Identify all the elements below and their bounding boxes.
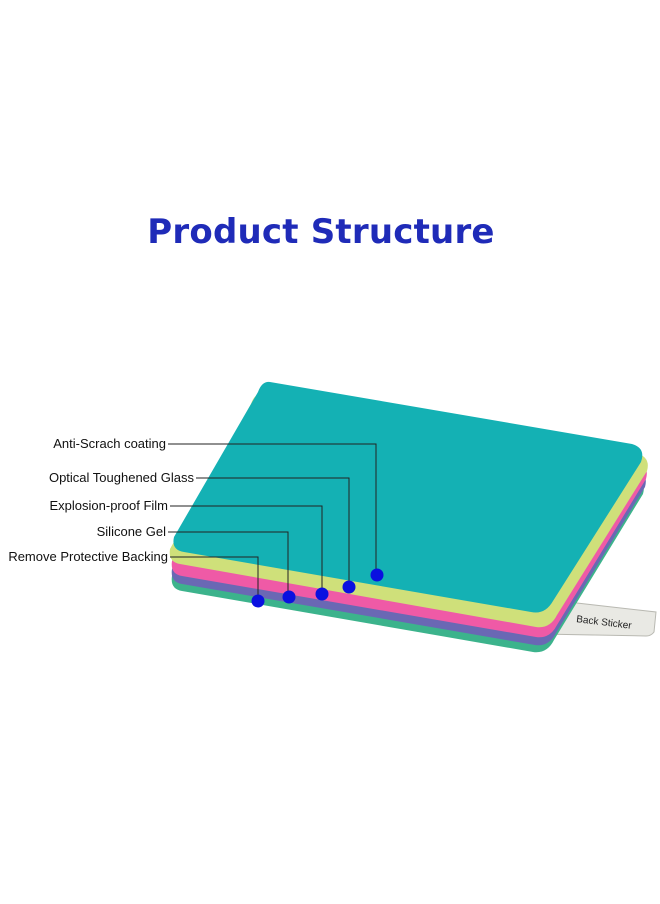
label-optical-toughened-glass: Optical Toughened Glass [49, 470, 195, 485]
leader-line-explosion-film [170, 505, 323, 594]
leader-line-anti-scratch [168, 443, 377, 574]
label-anti-scratch-coating: Anti-Scrach coating [53, 436, 166, 451]
label-explosion-proof-film: Explosion-proof Film [50, 498, 169, 513]
leader-line-silicone-gel [168, 531, 289, 597]
label-silicone-gel: Silicone Gel [97, 524, 166, 539]
layer-anti-scratch-coating [173, 381, 643, 613]
marker-dot-anti-scratch [370, 568, 384, 582]
leader-line-optical-glass [196, 477, 350, 586]
marker-dot-silicone-gel [282, 590, 296, 604]
page-title: Product Structure [147, 212, 495, 252]
label-remove-protective-backing: Remove Protective Backing [8, 549, 168, 564]
leader-line-protective-backing [170, 556, 259, 601]
marker-dot-optical-glass [342, 580, 356, 594]
marker-dot-protective-backing [251, 594, 265, 608]
marker-dot-explosion-film [315, 587, 329, 601]
